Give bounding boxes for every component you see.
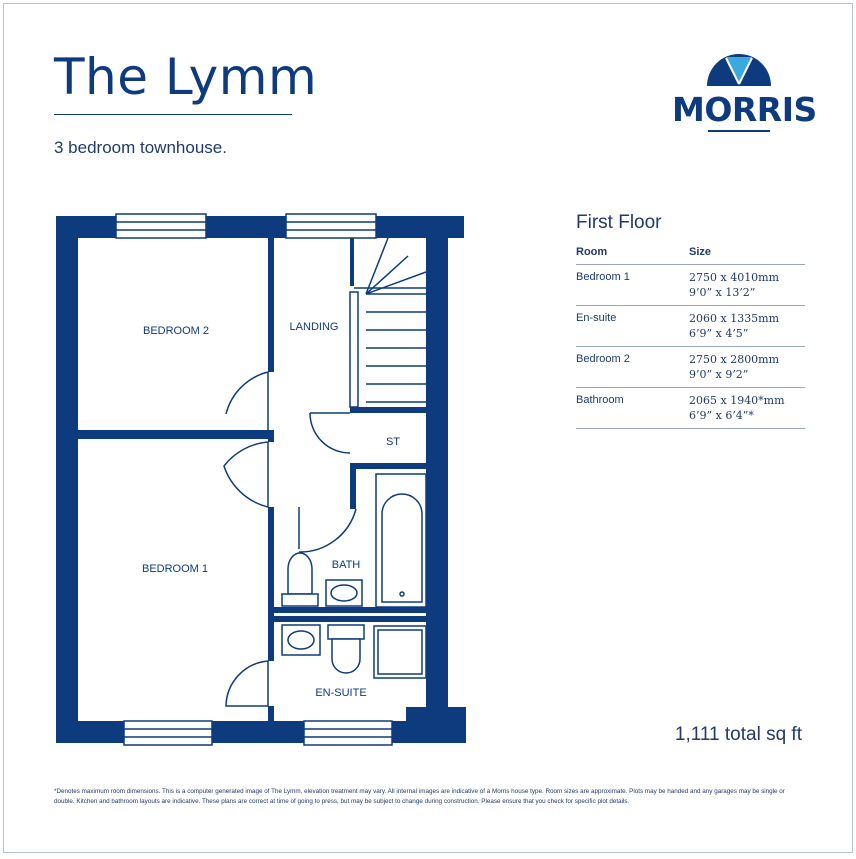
room-size: 2065 x 1940*mm 6’9” x 6’4”* [689,387,805,429]
table-row: En-suite 2060 x 1335mm 6’9” x 4’5” [576,305,805,347]
room-name: En-suite [576,305,689,347]
room-size: 2750 x 2800mm 9’0” x 9’2” [689,346,805,388]
column-header-room: Room [576,242,689,265]
label-bedroom-2: BEDROOM 2 [143,325,209,337]
room-size-metric: 2060 x 1335mm [689,312,780,325]
room-size-imperial: 9’0” x 13’2” [689,286,756,299]
floor-title: First Floor [576,212,662,233]
page-title: The Lymm [54,48,318,106]
room-name: Bathroom [576,387,689,429]
plan-windows [115,213,393,746]
room-size-imperial: 9’0” x 9’2” [689,368,749,381]
logo-mark-icon [707,54,771,86]
label-ensuite: EN-SUITE [315,687,366,699]
label-store: ST [386,436,400,448]
plan-fixtures [281,473,427,679]
table-row: Bedroom 2 2750 x 2800mm 9’0” x 9’2” [576,346,805,388]
title-underline [54,114,292,115]
page-subtitle: 3 bedroom townhouse. [54,138,227,157]
logo-wordmark: MORRIS [672,90,817,129]
room-size: 2750 x 4010mm 9’0” x 13’2” [689,264,805,306]
plan-doors [223,371,357,707]
room-size-metric: 2065 x 1940*mm [689,394,785,407]
total-area: 1,111 total sq ft [674,724,802,745]
floor-plan: BEDROOM 2 LANDING ST BATH BEDROOM 1 EN-S… [56,213,466,746]
room-size-imperial: 6’9” x 6’4”* [689,409,754,422]
footnote-disclaimer: *Denotes maximum room dimensions. This i… [54,788,785,805]
label-bath: BATH [332,559,361,571]
logo-underline [708,130,770,132]
column-header-size: Size [689,242,805,265]
label-bedroom-1: BEDROOM 1 [142,563,208,575]
plan-room-labels: BEDROOM 2 LANDING ST BATH BEDROOM 1 EN-S… [142,321,400,699]
table-row: Bathroom 2065 x 1940*mm 6’9” x 6’4”* [576,387,805,429]
table-row: Bedroom 1 2750 x 4010mm 9’0” x 13’2” [576,264,805,306]
brochure-page: The Lymm 3 bedroom townhouse. MORRIS [3,3,853,853]
room-size: 2060 x 1335mm 6’9” x 4’5” [689,305,805,347]
room-size-metric: 2750 x 2800mm [689,353,780,366]
room-name: Bedroom 2 [576,346,689,388]
plan-walls [56,216,466,743]
morris-logo: MORRIS [672,54,817,134]
room-size-metric: 2750 x 4010mm [689,271,780,284]
room-size-imperial: 6’9” x 4’5” [689,327,749,340]
label-landing: LANDING [290,321,339,333]
room-dimensions-table: Room Size Bedroom 1 2750 x 4010mm 9’0” x … [576,242,805,429]
table-header-row: Room Size [576,242,805,265]
plan-staircase [349,237,427,408]
room-name: Bedroom 1 [576,264,689,306]
